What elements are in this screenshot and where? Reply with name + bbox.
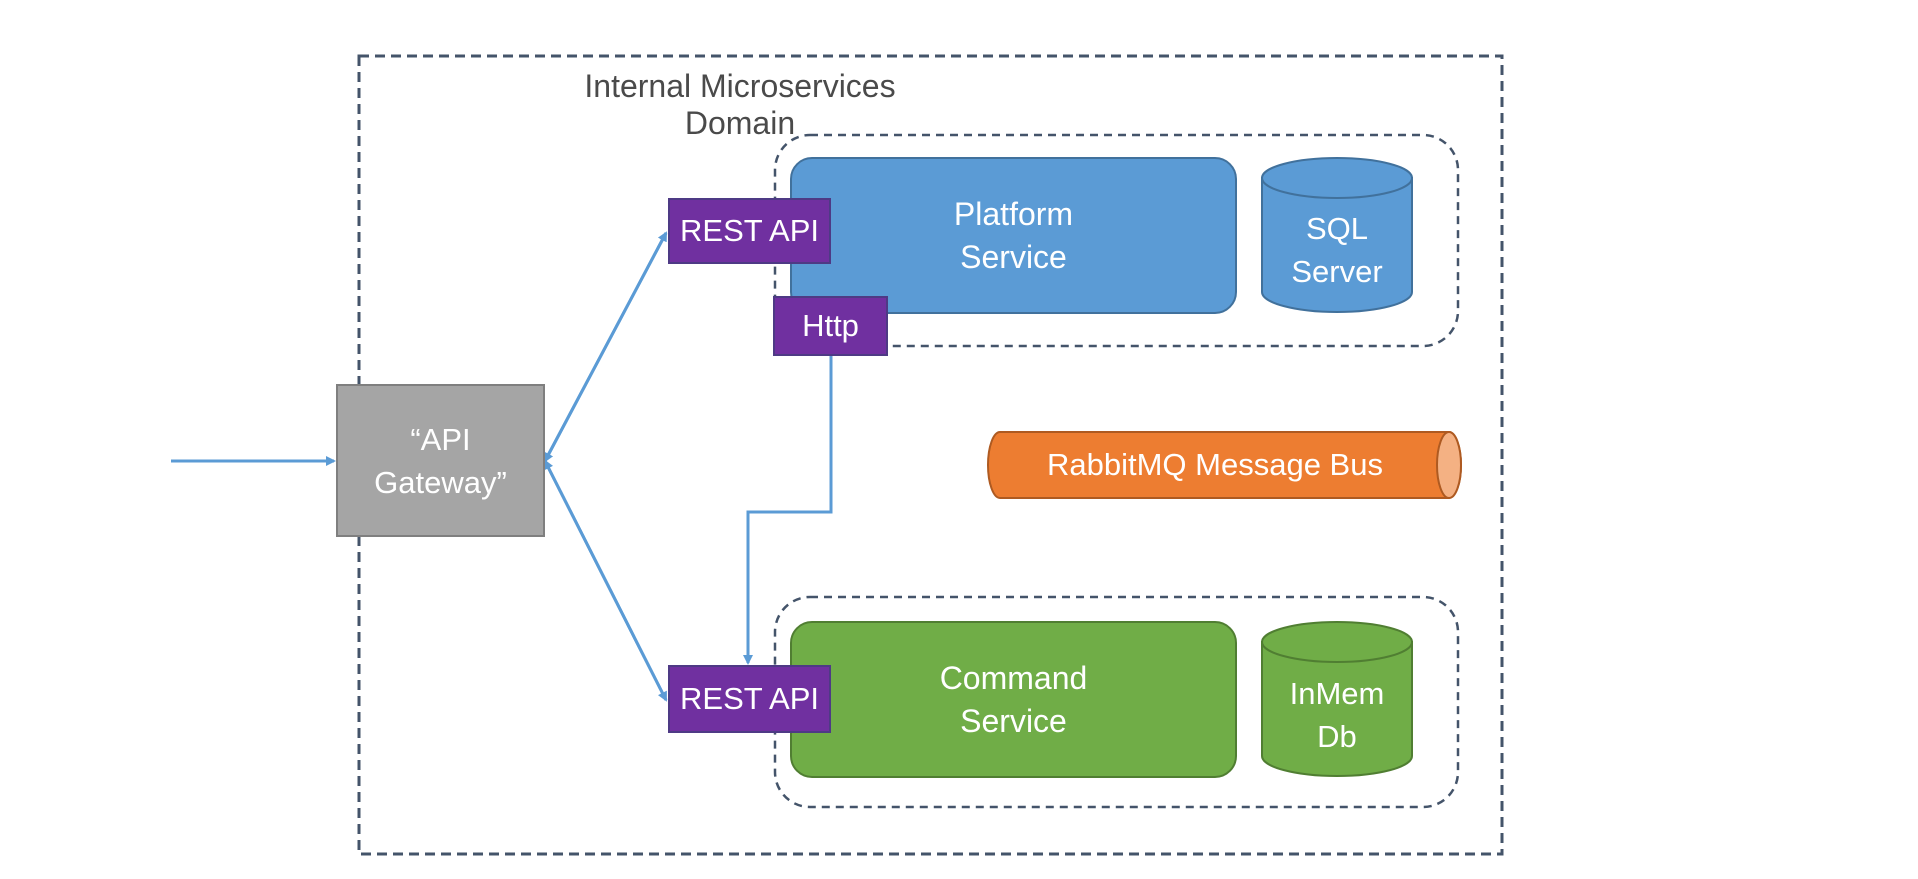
gateway-to-platform-connector <box>543 231 668 463</box>
platform-http-client: Http <box>773 296 888 356</box>
platform-rest-api: REST API <box>668 198 831 264</box>
rabbitmq-message-bus <box>987 431 1462 499</box>
http-to-command-connector <box>743 356 833 665</box>
internal-domain-boundary <box>357 54 1504 856</box>
api-gateway: “API Gateway” <box>336 384 545 537</box>
domain-title: Internal Microservices Domain <box>584 68 896 141</box>
inmem-db-label: InMem Db <box>1289 676 1385 754</box>
sql-server-database <box>1261 157 1413 313</box>
message-bus-label: RabbitMQ Message Bus <box>1047 447 1383 482</box>
platform-service: Platform Service <box>790 157 1237 314</box>
gateway-to-command-connector <box>543 459 668 702</box>
command-service: Command Service <box>790 621 1237 778</box>
command-rest-api: REST API <box>668 665 831 733</box>
inmem-db-database <box>1261 621 1413 777</box>
sql-server-label: SQL Server <box>1291 211 1383 289</box>
